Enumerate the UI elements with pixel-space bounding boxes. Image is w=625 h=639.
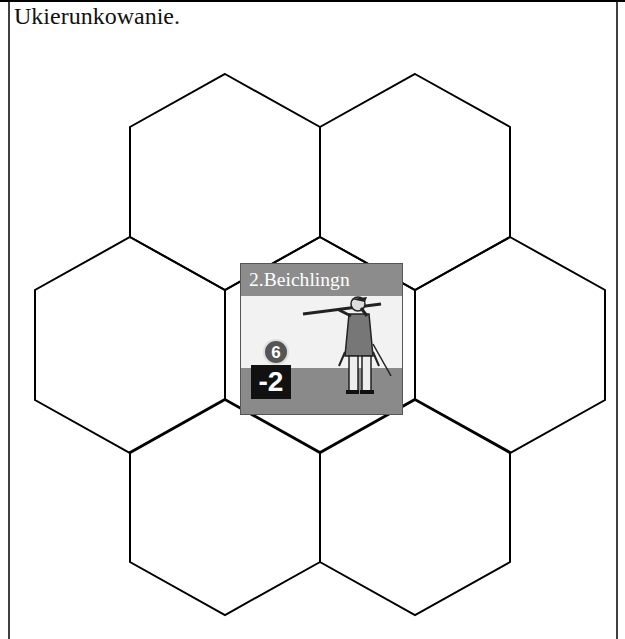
- name-band: 2.Beichlingn: [241, 264, 402, 296]
- unit-name: 2.Beichlingn: [241, 264, 402, 296]
- hex: [225, 237, 415, 453]
- strength-circle: 6: [263, 339, 289, 365]
- hex: [130, 399, 320, 615]
- hex: [35, 237, 225, 453]
- hex: [320, 399, 510, 615]
- modifier-box: -2: [251, 365, 291, 399]
- hex: [415, 237, 605, 453]
- strength-value: 6: [271, 344, 280, 361]
- unit-counter: 2.Beichlingn 6 -2: [240, 263, 403, 415]
- hex: [130, 74, 320, 290]
- hex: [320, 74, 510, 290]
- title: Ukierunkowanie.: [14, 3, 180, 30]
- modifier-value: -2: [259, 368, 284, 396]
